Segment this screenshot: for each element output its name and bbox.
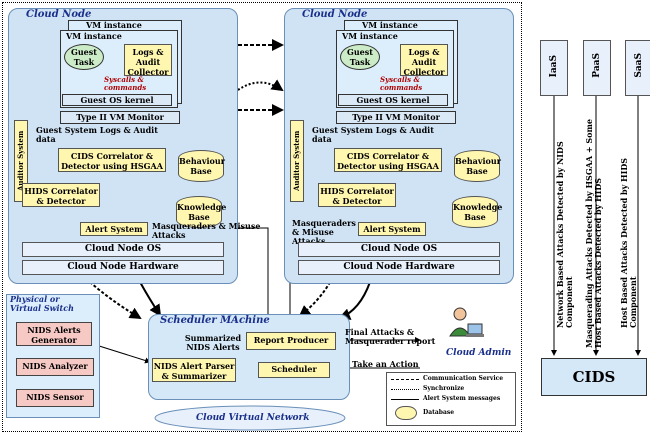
legend: Communication Service Synchronize Alert …	[386, 372, 516, 426]
knowledge-base: Knowledge Base	[176, 196, 226, 228]
scheduler-box: Scheduler	[258, 362, 330, 378]
guest-task-right: Guest Task	[340, 44, 380, 70]
logs-audit-collector: Logs & Audit Collector	[124, 44, 172, 77]
vm-instance-back-right-label: VM instance	[362, 20, 418, 30]
saas-label: SaaS	[634, 53, 644, 78]
syscalls-label: Syscalls & commands	[104, 75, 147, 92]
cloud-admin-label: Cloud Admin	[446, 348, 512, 358]
nids-alert-parser: NIDS Alert Parser & Summarizer	[152, 358, 236, 382]
legend-synchronize: Synchronize	[423, 385, 465, 392]
paas-box: PaaS	[583, 40, 611, 96]
legend-alert-messages: Alert System messages	[423, 395, 501, 402]
sync-arrow-mid	[237, 79, 284, 92]
guest-logs-label-right: Guest System Logs & Audit data	[312, 125, 434, 144]
behaviour-base: Behaviour Base	[178, 150, 225, 182]
vm-instance-front-label: VM instance	[66, 31, 122, 41]
vm-instance-back-label: VM instance	[86, 20, 142, 30]
cloud-node-hardware: Cloud Node Hardware	[22, 260, 224, 275]
summarized-label: Summarized NIDS Alerts	[184, 333, 242, 352]
legend-communication: Communication Service	[423, 375, 504, 382]
legend-database: Database	[423, 409, 455, 416]
switch-title: Physical or Virtual Switch	[10, 294, 74, 313]
cloud-network-label: Cloud Virtual Network	[196, 413, 310, 423]
saas-description: Host Based Attacks Detected by HIDS Comp…	[619, 157, 638, 328]
guest-os-kernel: Guest OS kernel	[62, 94, 172, 106]
guest-logs-label: Guest System Logs & Audit data	[36, 125, 158, 144]
paas-description: Masquerading Attacks Detected by HSGAA +…	[584, 118, 603, 348]
cids-box: CIDS	[541, 358, 647, 396]
cloud-node-hardware-right: Cloud Node Hardware	[298, 260, 500, 275]
guest-task: Guest Task	[64, 44, 104, 70]
node-to-scheduler-right	[298, 281, 331, 318]
cids-correlator-right: CIDS Correlator & Detector using HSGAA	[334, 148, 442, 172]
vm-instance-front-right-label: VM instance	[342, 31, 398, 41]
cloud-node-os: Cloud Node OS	[22, 242, 224, 257]
switch-to-parser	[95, 344, 151, 364]
nids-sensor: NIDS Sensor	[16, 389, 94, 407]
iaas-label: IaaS	[549, 55, 559, 78]
iaas-description: Network Based Attacks Detected by NIDS C…	[555, 141, 574, 328]
masq-misuse-label: Masqueraders & Misuse Attacks	[152, 221, 261, 240]
node-to-scheduler-right2	[338, 281, 371, 320]
cloud-environment-frame	[2, 2, 522, 432]
alert-system: Alert System	[80, 222, 148, 236]
syscalls-label-right: Syscalls & commands	[380, 75, 423, 92]
nids-analyzer: NIDS Analyzer	[16, 358, 94, 376]
take-action-label: Take an Action	[352, 359, 419, 369]
knowledge-base-right: Knowledge Base	[452, 196, 502, 228]
iaas-box: IaaS	[540, 40, 568, 96]
cloud-network-shape	[154, 405, 346, 431]
nids-alerts-generator: NIDS Alerts Generator	[16, 322, 92, 346]
vm-monitor-right: Type II VM Monitor	[336, 111, 456, 124]
guest-os-kernel-right: Guest OS kernel	[338, 94, 448, 106]
alert-system-right: Alert System	[358, 222, 426, 236]
masq-misuse-label-right: Masqueraders & Misuse Attacks	[292, 218, 356, 246]
auditor-system-right: Auditor System	[290, 120, 304, 202]
cloud-node-os-right: Cloud Node OS	[298, 242, 500, 257]
node-to-scheduler-left2	[139, 281, 162, 317]
final-report-label: Final Attacks & Masquerader report	[345, 327, 436, 346]
hids-correlator: HIDS Correlator & Detector	[22, 183, 100, 207]
cloud-node-left-title: Cloud Node	[26, 9, 92, 20]
hids-correlator-right: HIDS Correlator & Detector	[318, 183, 396, 207]
cloud-admin-icon	[446, 306, 486, 346]
scheduler-title: Scheduler MAchine	[160, 315, 270, 326]
behaviour-base-right: Behaviour Base	[454, 150, 501, 182]
cloud-node-right-title: Cloud Node	[302, 9, 368, 20]
vm-monitor: Type II VM Monitor	[60, 111, 180, 124]
logs-audit-collector-right: Logs & Audit Collector	[400, 44, 448, 77]
saas-box: SaaS	[625, 40, 650, 96]
report-producer: Report Producer	[246, 332, 336, 350]
paas-label: PaaS	[592, 53, 602, 78]
node-to-scheduler-left	[89, 281, 142, 320]
cids-correlator: CIDS Correlator & Detector using HSGAA	[58, 148, 166, 172]
scheduler-machine	[148, 314, 350, 400]
